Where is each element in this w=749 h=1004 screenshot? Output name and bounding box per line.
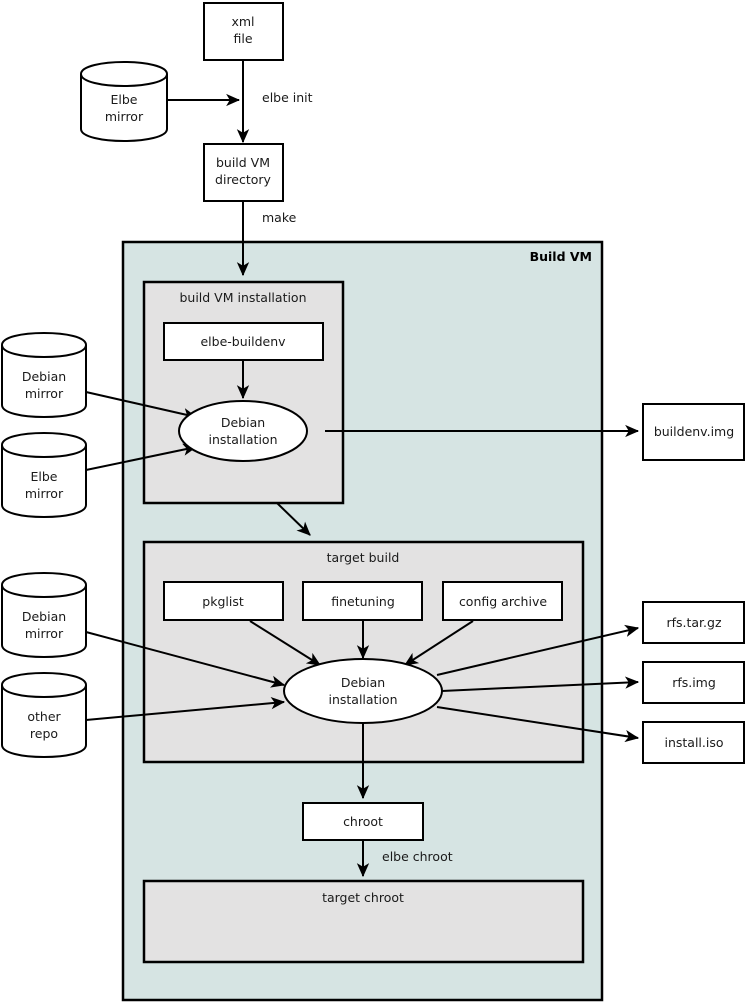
node-other-repo[interactable]: other repo bbox=[1, 671, 87, 759]
node-xml-file[interactable]: xml file bbox=[203, 2, 284, 61]
node-elbe-mirror-top-line2: mirror bbox=[105, 109, 144, 124]
node-rfs-targz-label: rfs.tar.gz bbox=[666, 615, 721, 630]
edge-configarchive-to-debianinstall-target bbox=[404, 620, 474, 666]
node-debian-mirror-upper[interactable]: Debian mirror bbox=[1, 331, 87, 419]
node-build-vm-directory-line1: build VM bbox=[216, 155, 270, 170]
node-elbe-mirror-top[interactable]: Elbe mirror bbox=[80, 60, 168, 143]
container-target-chroot-label: target chroot bbox=[322, 890, 404, 905]
node-finetuning[interactable]: finetuning bbox=[302, 581, 423, 621]
edge-label-elbe-init: elbe init bbox=[262, 90, 313, 105]
node-rfs-targz[interactable]: rfs.tar.gz bbox=[642, 601, 745, 644]
node-elbe-mirror-top-line1: Elbe bbox=[111, 92, 138, 107]
node-elbe-buildenv-label: elbe-buildenv bbox=[200, 334, 286, 349]
node-build-vm-directory[interactable]: build VM directory bbox=[203, 143, 284, 202]
node-rfs-img[interactable]: rfs.img bbox=[642, 661, 745, 704]
node-install-iso[interactable]: install.iso bbox=[642, 721, 745, 764]
node-debian-installation-target[interactable]: Debian installation bbox=[283, 658, 443, 724]
node-elbe-buildenv[interactable]: elbe-buildenv bbox=[163, 322, 324, 361]
edge-debianmirror-to-debianinstall-vm bbox=[85, 391, 198, 421]
node-chroot-label: chroot bbox=[343, 814, 383, 829]
edge-debianinstall-target-to-installiso bbox=[436, 706, 640, 743]
node-debian-mirror-lower-line2: mirror bbox=[25, 626, 64, 641]
node-config-archive[interactable]: config archive bbox=[442, 581, 563, 621]
node-pkglist-label: pkglist bbox=[202, 594, 244, 609]
node-debian-mirror-upper-line2: mirror bbox=[25, 386, 64, 401]
node-debian-mirror-lower-line1: Debian bbox=[22, 609, 66, 624]
edge-debianinstall-target-to-rfstargz bbox=[436, 624, 640, 676]
node-debian-mirror-upper-line1: Debian bbox=[22, 369, 66, 384]
node-elbe-mirror-lower[interactable]: Elbe mirror bbox=[1, 431, 87, 519]
edge-debianinstall-vm-to-targetbuild bbox=[276, 502, 311, 536]
node-other-repo-line1: other bbox=[27, 709, 61, 724]
edge-label-elbe-chroot: elbe chroot bbox=[382, 849, 453, 864]
edge-debianinstall-target-to-rfsimg bbox=[441, 676, 640, 692]
node-pkglist[interactable]: pkglist bbox=[163, 581, 284, 621]
node-debian-installation-vm-line1: Debian bbox=[221, 415, 265, 430]
edge-otherrepo-to-debianinstall-target bbox=[85, 697, 286, 721]
container-build-vm-label: Build VM bbox=[530, 249, 592, 264]
node-elbe-mirror-lower-line1: Elbe bbox=[31, 469, 58, 484]
node-xml-file-line2: file bbox=[233, 31, 252, 46]
node-install-iso-label: install.iso bbox=[664, 735, 723, 750]
node-debian-installation-target-line2: installation bbox=[328, 692, 397, 707]
node-finetuning-label: finetuning bbox=[331, 594, 395, 609]
node-buildenv-img-label: buildenv.img bbox=[654, 424, 734, 439]
node-debian-installation-target-line1: Debian bbox=[341, 675, 385, 690]
node-chroot[interactable]: chroot bbox=[302, 802, 424, 841]
node-config-archive-label: config archive bbox=[459, 594, 547, 609]
node-debian-installation-vm[interactable]: Debian installation bbox=[178, 400, 308, 462]
node-xml-file-line1: xml bbox=[231, 14, 254, 29]
edge-label-make: make bbox=[262, 210, 297, 225]
edge-debianmirror-lower-to-debianinstall-target bbox=[85, 631, 286, 688]
container-target-chroot bbox=[142, 879, 585, 964]
node-elbe-mirror-lower-line2: mirror bbox=[25, 486, 64, 501]
edge-pkglist-to-debianinstall-target bbox=[249, 620, 321, 666]
edge-elbemirror-to-debianinstall-vm bbox=[85, 443, 198, 471]
node-buildenv-img[interactable]: buildenv.img bbox=[642, 403, 745, 461]
node-debian-mirror-lower[interactable]: Debian mirror bbox=[1, 571, 87, 659]
node-other-repo-line2: repo bbox=[30, 726, 58, 741]
container-target-build-label: target build bbox=[327, 550, 400, 565]
node-rfs-img-label: rfs.img bbox=[672, 675, 716, 690]
node-build-vm-directory-line2: directory bbox=[215, 172, 272, 187]
container-build-vm-installation-label: build VM installation bbox=[179, 290, 306, 305]
node-debian-installation-vm-line2: installation bbox=[208, 432, 277, 447]
